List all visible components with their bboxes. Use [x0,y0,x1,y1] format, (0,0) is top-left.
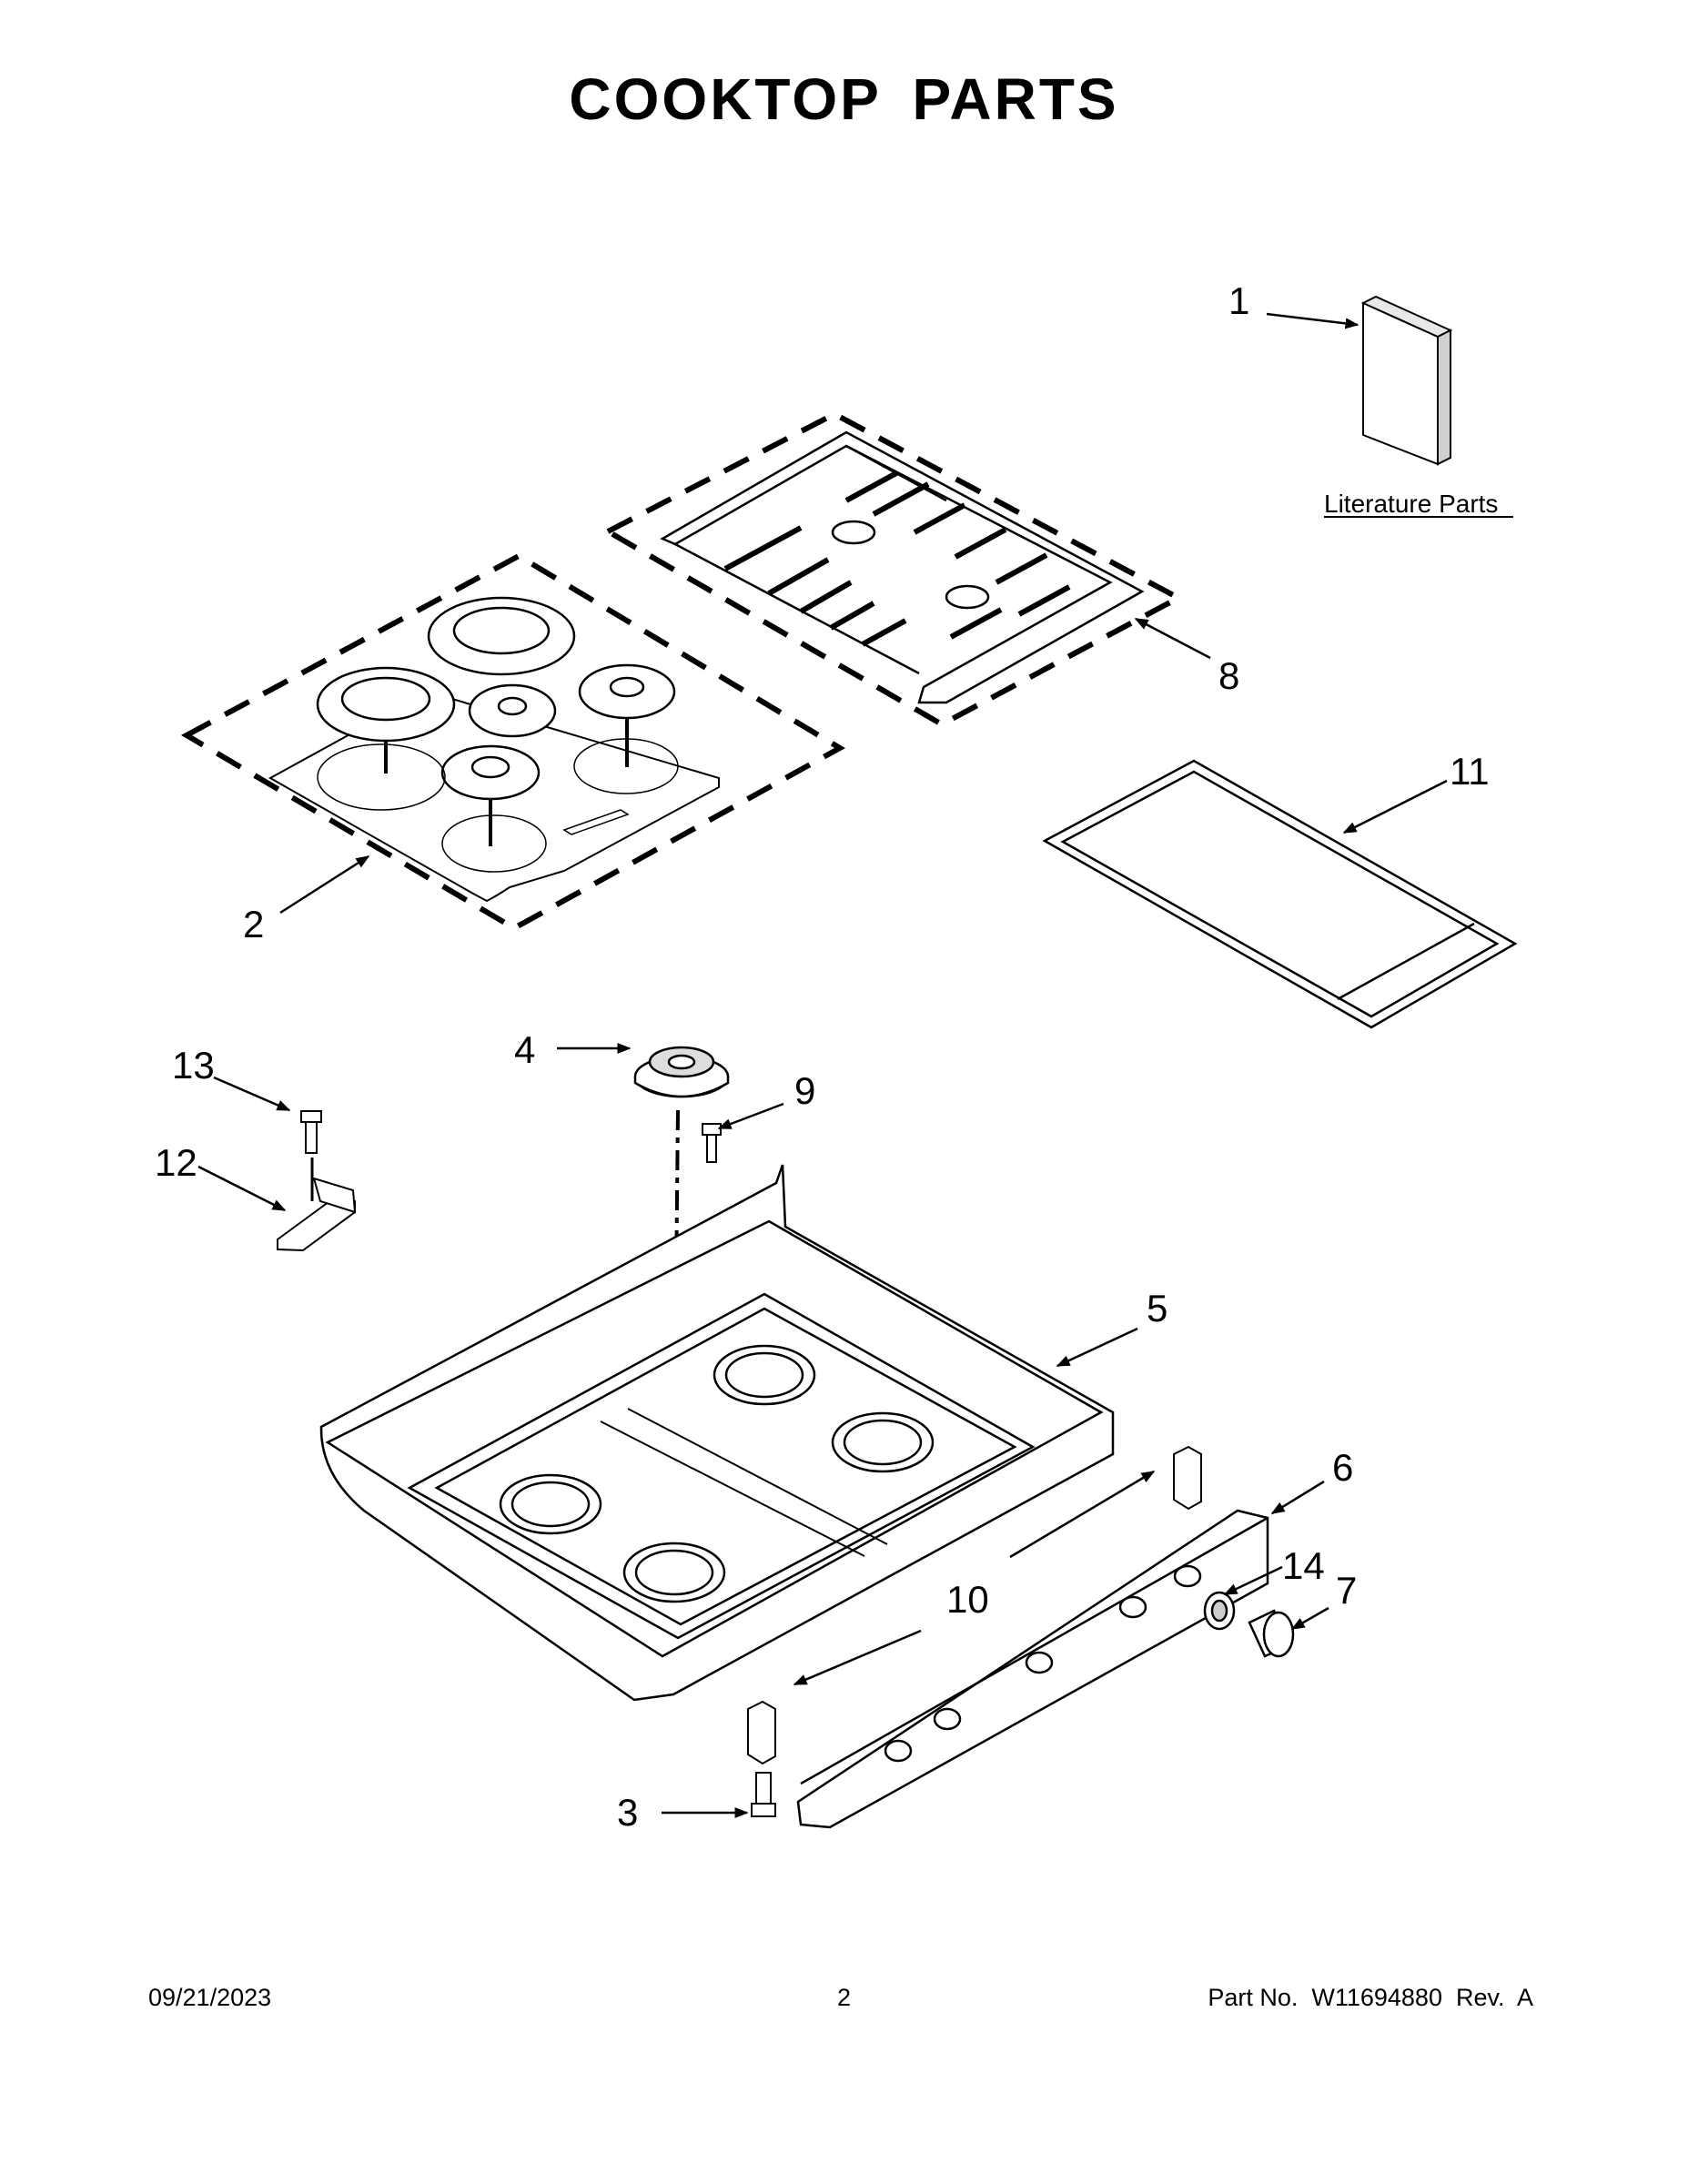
bracket-part-10-left [747,1700,776,1765]
literature-parts-illustration [1360,295,1453,466]
bracket-part-12 [277,1177,357,1252]
burner-cap-small-right [578,663,676,720]
callout-9: 9 [794,1069,815,1112]
control-knob-part-7 [1248,1609,1295,1658]
callout-1: 1 [1228,279,1249,322]
part-2-dashed-outline [180,552,846,932]
screw-part-3 [751,1772,776,1817]
page-title: COOKTOP PARTS [569,66,1119,132]
literature-parts-label: Literature Parts [1324,490,1498,518]
callout-12: 12 [155,1141,197,1184]
screw-part-13 [300,1110,322,1154]
callout-14: 14 [1282,1544,1325,1587]
callout-3: 3 [617,1791,638,1834]
footer-date: 09/21/2023 [148,1984,272,2011]
callout-8: 8 [1218,654,1239,697]
callout-2: 2 [243,903,264,945]
callout-13: 13 [172,1044,215,1087]
callout-numbers: 1 2 3 4 5 6 7 8 9 10 11 12 13 14 [155,279,1490,1834]
cooktop-burner-caps-group [180,552,846,932]
control-panel-part-6 [796,1509,1269,1829]
cooktop-main-pan [319,1164,1115,1702]
screw-part-9 [702,1123,722,1163]
burner-cap-small-front [440,744,541,801]
burner-cap-large-rear [427,596,576,676]
callout-arrows [197,312,1448,1818]
callout-6: 6 [1332,1446,1353,1489]
callout-7: 7 [1336,1569,1357,1612]
bracket-part-10-right [1173,1445,1202,1511]
burner-cap-small-center [468,683,557,738]
footer-part-number: Part No. W11694880 Rev. A [1208,1984,1533,2011]
callout-4: 4 [514,1028,535,1071]
callout-11: 11 [1450,750,1490,793]
footer-page-number: 2 [836,1984,852,2011]
griddle-tray [1042,759,1518,1029]
burner-grates-group [601,410,1185,728]
burner-base [633,1046,730,1098]
callout-5: 5 [1147,1287,1167,1330]
burner-grate [660,430,1145,704]
knob-bezel-part-14 [1203,1591,1236,1631]
callout-10: 10 [946,1578,989,1621]
